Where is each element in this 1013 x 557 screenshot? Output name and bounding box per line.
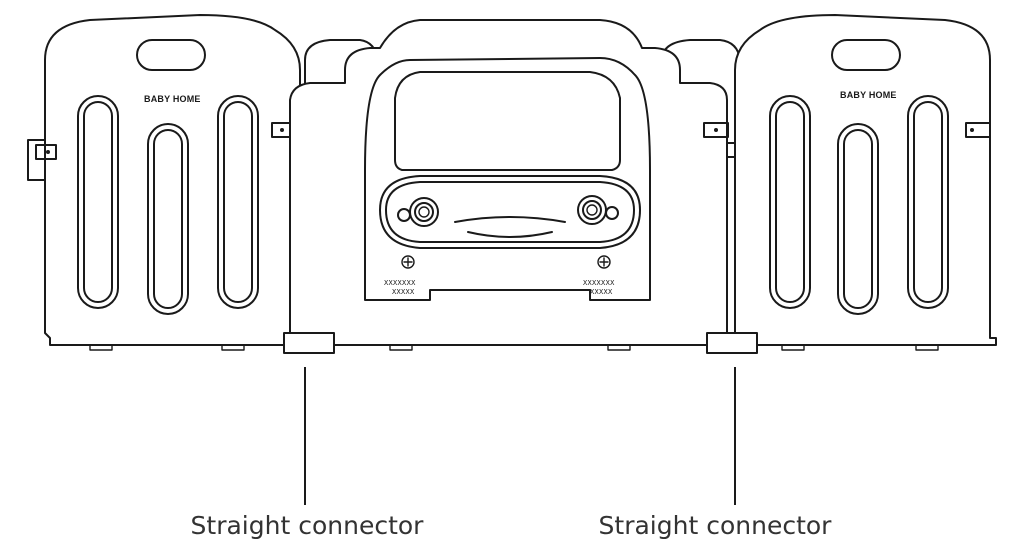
right-callout-label: Straight connector (599, 511, 833, 540)
right-code-line2: XXXXX (590, 288, 613, 296)
center-car-panel: XXXXXXX XXXXX XXXXXXX XXXXX (289, 19, 728, 351)
left-code-line2: XXXXX (392, 288, 415, 296)
left-panel: BABY HOME (27, 14, 301, 351)
left-connector-box (283, 332, 335, 354)
left-brand-label: BABY HOME (144, 94, 201, 104)
left-callout-label: Straight connector (191, 511, 425, 540)
right-brand-label: BABY HOME (840, 90, 897, 100)
right-connector-box (706, 332, 758, 354)
left-code-line1: XXXXXXX (384, 279, 416, 287)
right-panel: BABY HOME (703, 14, 997, 351)
right-code-line1: XXXXXXX (583, 279, 615, 287)
